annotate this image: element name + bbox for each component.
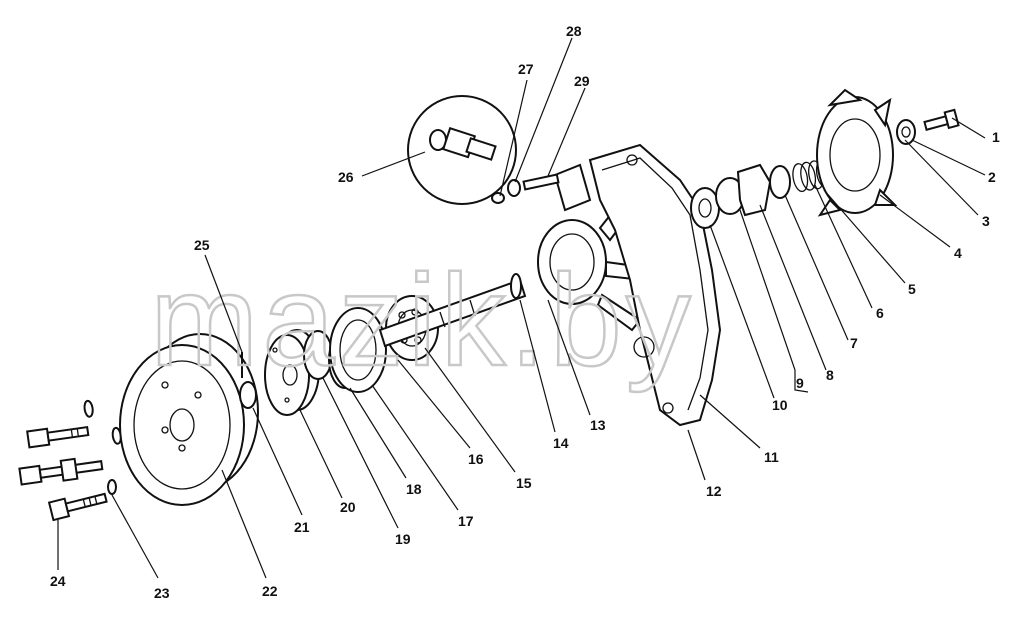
callout-12: 12 xyxy=(706,483,722,499)
callout-6: 6 xyxy=(876,305,884,321)
leader-lines xyxy=(57,37,986,579)
seal-parts xyxy=(690,158,832,229)
callout-18: 18 xyxy=(406,481,422,497)
callout-2: 2 xyxy=(988,169,996,185)
callout-labels: 1 2 3 4 5 6 7 8 9 10 11 12 13 14 15 16 1… xyxy=(50,23,1000,601)
callout-20: 20 xyxy=(340,499,356,515)
bolt-1 xyxy=(923,108,960,131)
callout-3: 3 xyxy=(982,213,990,229)
pulley xyxy=(119,333,259,506)
callout-23: 23 xyxy=(154,585,170,601)
callout-17: 17 xyxy=(458,513,474,529)
callout-8: 8 xyxy=(826,367,834,383)
callout-9: 9 xyxy=(796,375,804,391)
callout-19: 19 xyxy=(395,531,411,547)
callout-5: 5 xyxy=(908,281,916,297)
watermark: mazik.by xyxy=(150,247,695,393)
callout-29: 29 xyxy=(574,73,590,89)
callout-10: 10 xyxy=(772,397,788,413)
callout-21: 21 xyxy=(294,519,310,535)
bolt-group-left xyxy=(18,399,122,522)
callout-26: 26 xyxy=(338,169,354,185)
callout-16: 16 xyxy=(468,451,484,467)
callout-24: 24 xyxy=(50,573,66,589)
callout-13: 13 xyxy=(590,417,606,433)
callout-14: 14 xyxy=(553,435,569,451)
callout-1: 1 xyxy=(992,129,1000,145)
cover-plate xyxy=(553,143,722,427)
callout-27: 27 xyxy=(518,61,534,77)
shaft xyxy=(378,273,527,348)
bearing-housing xyxy=(329,307,387,393)
ring-28 xyxy=(507,179,521,197)
callout-28: 28 xyxy=(566,23,582,39)
nipple-29 xyxy=(522,173,560,191)
callout-15: 15 xyxy=(516,475,532,491)
callout-22: 22 xyxy=(262,583,278,599)
washer-3 xyxy=(896,119,916,145)
callout-4: 4 xyxy=(954,245,962,261)
washer-21 xyxy=(239,381,257,409)
impeller xyxy=(816,88,898,217)
grease-fitting-inset xyxy=(407,95,517,205)
callout-25: 25 xyxy=(194,237,210,253)
callout-7: 7 xyxy=(850,335,858,351)
nut-27 xyxy=(491,192,505,204)
callout-11: 11 xyxy=(764,449,779,465)
